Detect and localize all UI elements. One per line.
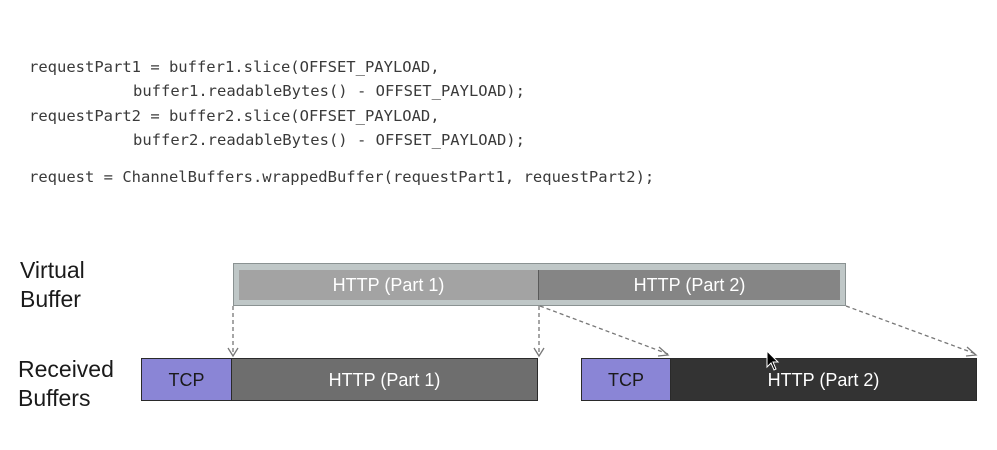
received-buffer2-http-payload: HTTP (Part 2) (670, 358, 977, 401)
arrowhead-icon (227, 347, 239, 358)
arrowhead-icon (965, 346, 978, 357)
received-buffer2-tcp-header: TCP (581, 358, 671, 401)
virtual-buffer-part2: HTTP (Part 2) (539, 270, 840, 300)
code-snippet: requestPart1 = buffer1.slice(OFFSET_PAYL… (29, 55, 654, 189)
virtual-buffer-part1: HTTP (Part 1) (239, 270, 539, 300)
code-line: requestPart2 = buffer2.slice(OFFSET_PAYL… (29, 106, 440, 125)
code-line: request = ChannelBuffers.wrappedBuffer(r… (29, 168, 655, 187)
arrowhead-icon (657, 346, 670, 357)
code-line: requestPart1 = buffer1.slice(OFFSET_PAYL… (29, 58, 440, 76)
mouse-pointer-icon (766, 350, 780, 371)
code-line: buffer1.readableBytes() - OFFSET_PAYLOAD… (133, 82, 525, 101)
code-line: buffer2.readableBytes() - OFFSET_PAYLOAD… (133, 130, 525, 149)
arrow-part2-start (539, 305, 669, 355)
arrow-part2-end (845, 305, 977, 355)
virtual-buffer-label: Virtual Buffer (20, 257, 85, 312)
received-buffers-label: Received Buffers (18, 356, 114, 411)
received-buffer1-http-payload: HTTP (Part 1) (231, 358, 538, 401)
arrowhead-icon (533, 347, 545, 358)
